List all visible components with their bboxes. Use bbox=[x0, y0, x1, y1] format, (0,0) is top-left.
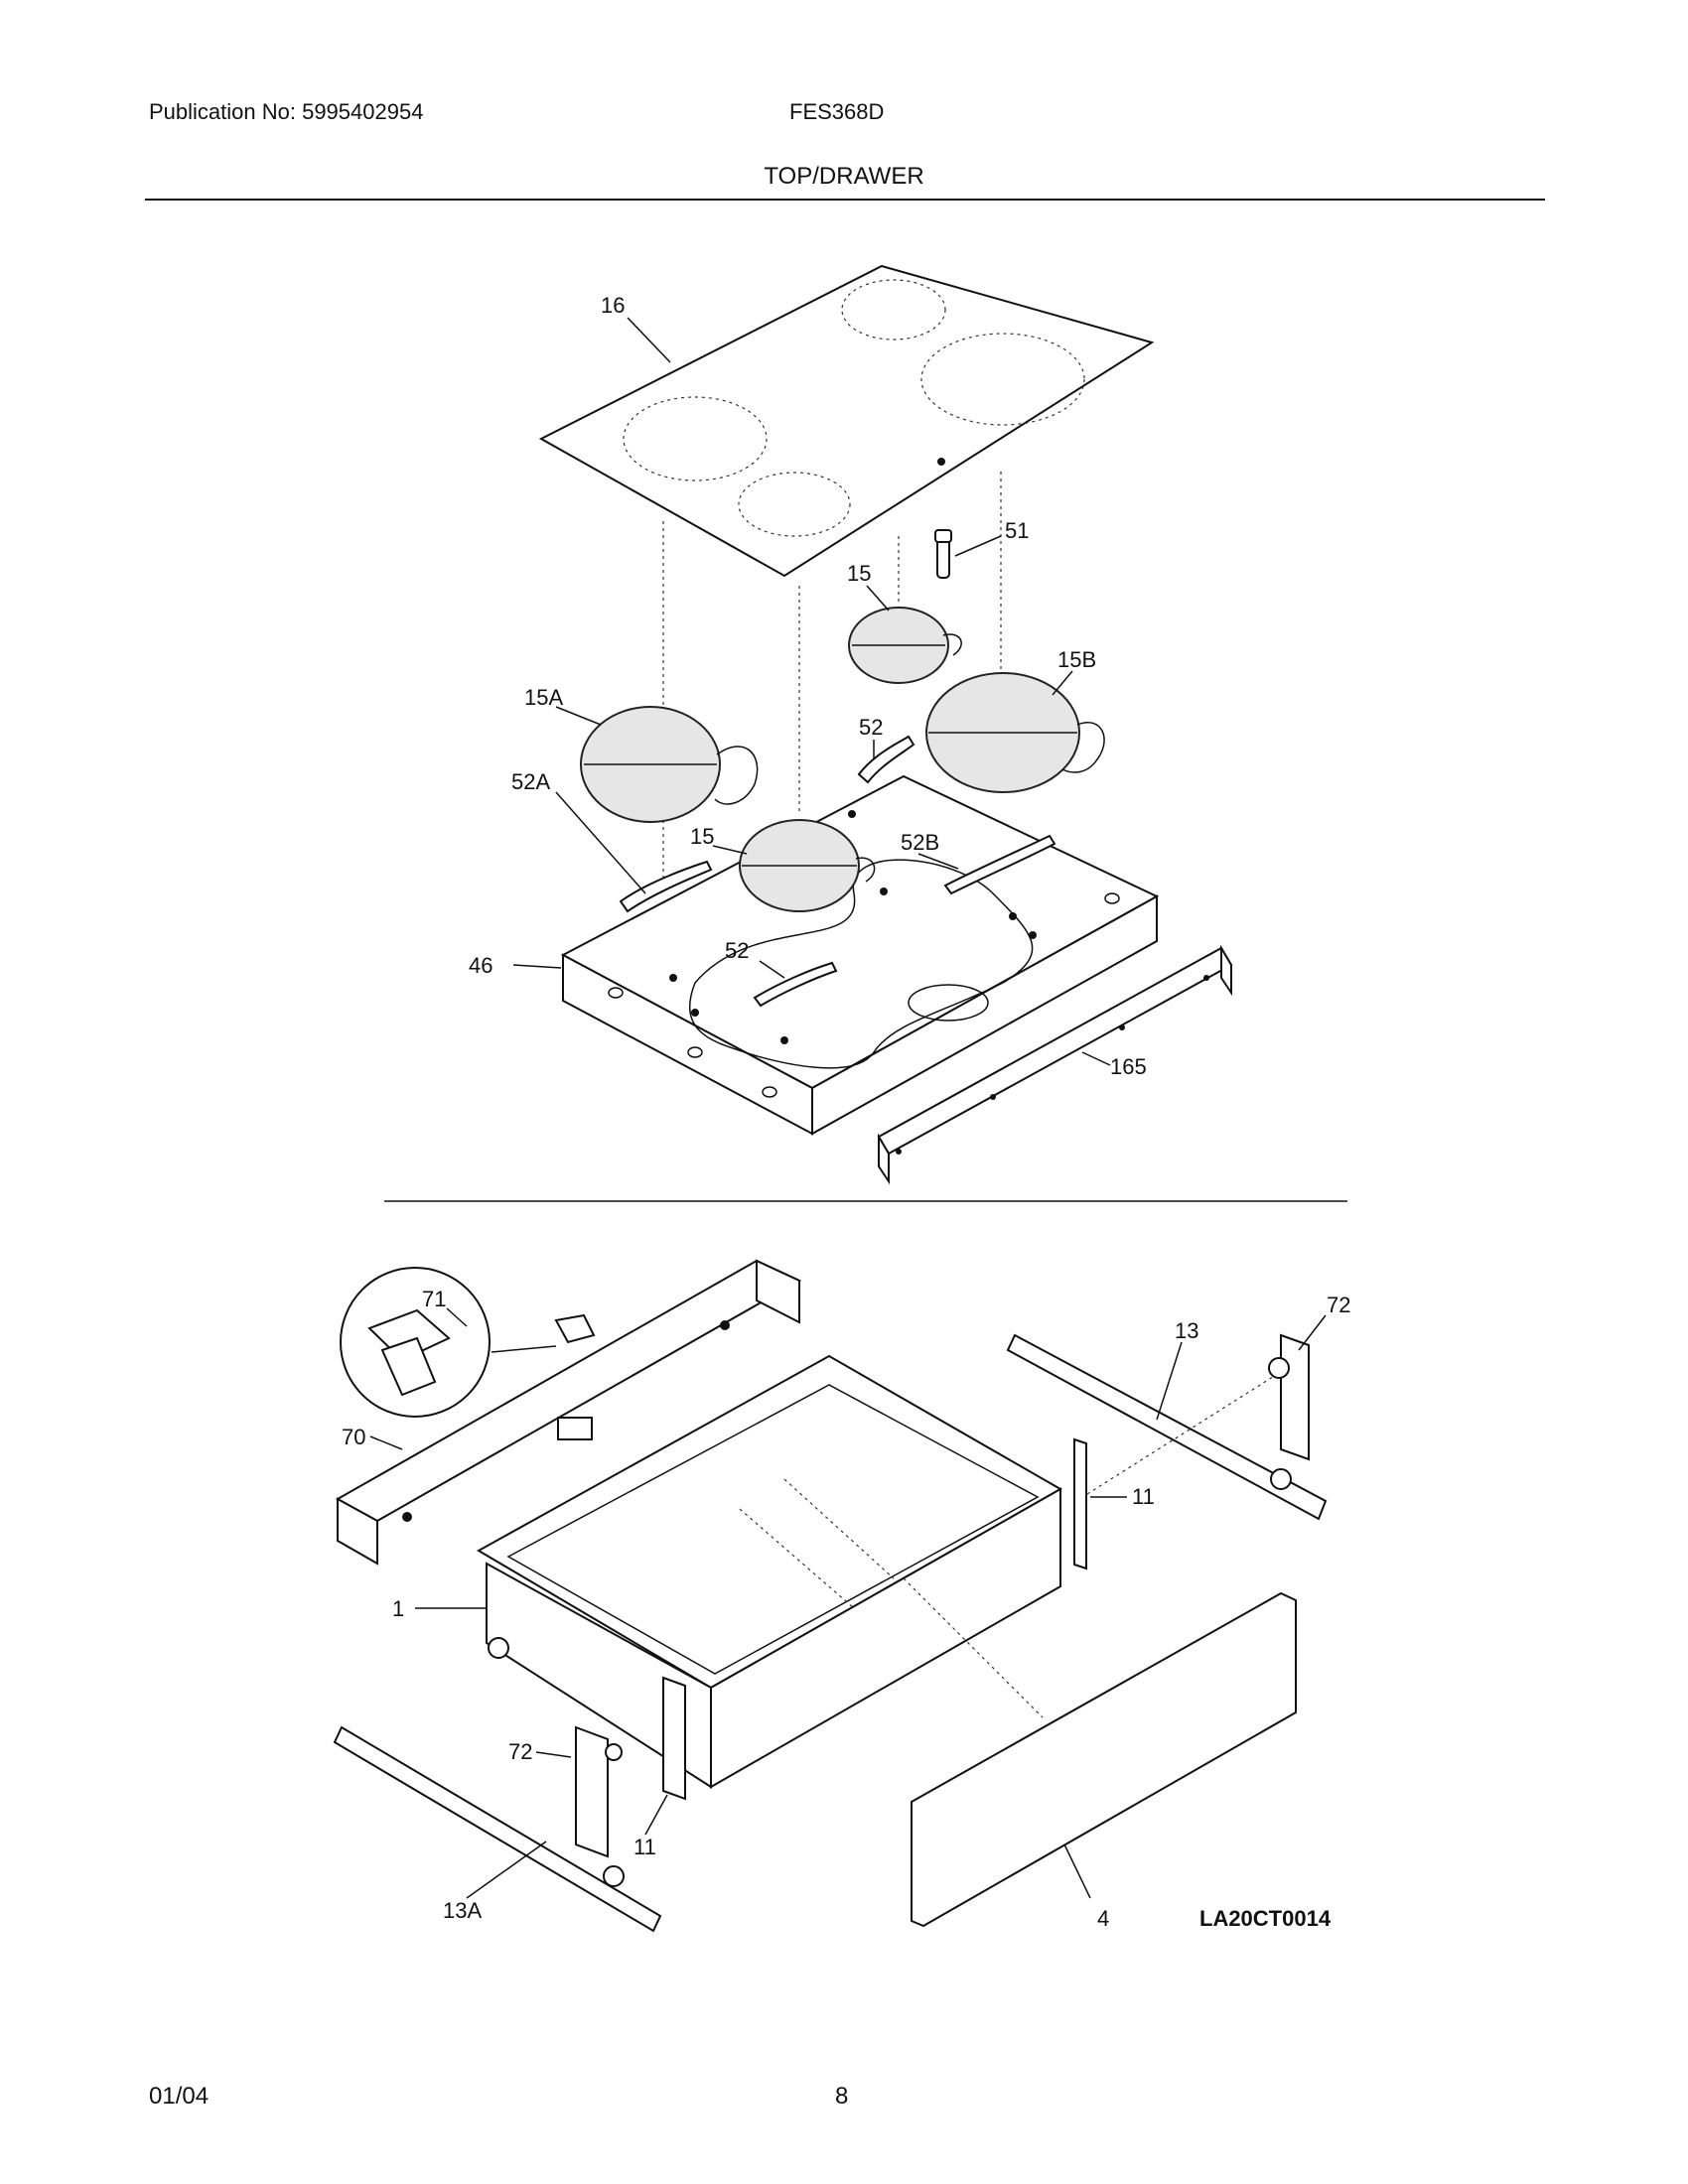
callout-46: 46 bbox=[469, 953, 492, 978]
callout-4: 4 bbox=[1097, 1906, 1109, 1931]
publication-number: Publication No: 5995402954 bbox=[149, 99, 424, 124]
callout-52b: 52B bbox=[901, 830, 939, 855]
callout-11-left: 11 bbox=[633, 1835, 656, 1859]
element-15a-part bbox=[580, 706, 759, 823]
callout-1: 1 bbox=[392, 1596, 404, 1621]
indicator-light-part bbox=[934, 529, 952, 579]
bracket-72-left-part bbox=[575, 1725, 623, 1858]
callout-52-rear: 52 bbox=[859, 715, 883, 740]
drawer-slide-13a-part bbox=[333, 1725, 662, 1933]
burner-box-part bbox=[560, 774, 1160, 1136]
callout-16: 16 bbox=[601, 293, 625, 318]
callout-165: 165 bbox=[1110, 1054, 1147, 1079]
callout-13: 13 bbox=[1175, 1318, 1198, 1343]
slide-bracket-11-right-part bbox=[1073, 1437, 1087, 1570]
callout-labels: 16 51 15 15B 15A 52 52A 15 52B 46 52 165… bbox=[342, 293, 1350, 1931]
drawer-body-part bbox=[476, 1354, 1063, 1789]
callout-15-front: 15 bbox=[690, 824, 714, 849]
drawer-panel-part bbox=[903, 1577, 1297, 1928]
header-rule bbox=[145, 199, 1545, 201]
callout-72-right: 72 bbox=[1327, 1293, 1350, 1317]
callout-72-left: 72 bbox=[508, 1739, 532, 1764]
model-number: FES368D bbox=[789, 99, 885, 124]
element-15-front-part bbox=[739, 819, 876, 912]
callout-71: 71 bbox=[422, 1287, 446, 1311]
alignment-lines-top bbox=[662, 472, 1002, 884]
callout-15a: 15A bbox=[524, 685, 563, 710]
slide-bracket-11-left-part bbox=[662, 1676, 686, 1801]
callout-51: 51 bbox=[1005, 518, 1029, 543]
drawing-code: LA20CT0014 bbox=[1199, 1906, 1332, 1931]
front-rail-part bbox=[877, 944, 1233, 1185]
callout-11-right: 11 bbox=[1132, 1484, 1155, 1509]
cooktop-glass-part bbox=[538, 264, 1155, 578]
callout-15b: 15B bbox=[1057, 647, 1096, 672]
callout-13a: 13A bbox=[443, 1898, 482, 1923]
drawer-slide-13-part bbox=[1006, 1333, 1328, 1521]
element-15-rear-part bbox=[848, 607, 962, 684]
footer-date: 01/04 bbox=[149, 2083, 210, 2110]
callout-52a: 52A bbox=[511, 769, 550, 794]
section-title: TOP/DRAWER bbox=[764, 163, 924, 190]
brackets-52-part bbox=[619, 735, 1056, 1008]
inset-detail-71 bbox=[340, 1267, 596, 1418]
callout-70: 70 bbox=[342, 1425, 365, 1449]
drawer-rail-70-part bbox=[335, 1259, 802, 1566]
callout-leader-lines bbox=[369, 317, 1327, 1899]
callout-52-front: 52 bbox=[725, 938, 749, 963]
callout-15-rear: 15 bbox=[847, 561, 871, 586]
element-15b-part bbox=[925, 672, 1105, 793]
bracket-72-right-part bbox=[1268, 1333, 1310, 1461]
page-number: 8 bbox=[835, 2083, 849, 2110]
